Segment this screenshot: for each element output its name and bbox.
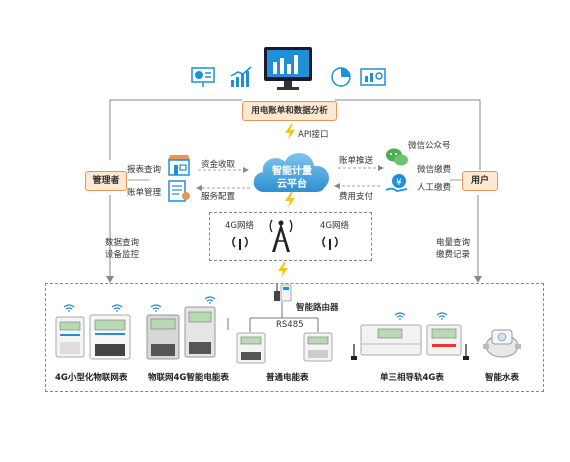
device-caption-1: 4G小型化物联网表 xyxy=(55,373,128,383)
router-icon xyxy=(272,281,294,303)
presentation-chart-icon xyxy=(191,66,215,88)
smart-meter-image xyxy=(146,314,180,360)
wifi-icon xyxy=(436,312,448,320)
smart-meter-image xyxy=(184,306,216,358)
wifi-icon xyxy=(150,304,162,312)
payment-record-label: 缴费记录 xyxy=(436,250,471,260)
lightning-icon xyxy=(277,262,289,278)
pie-chart-icon xyxy=(329,66,353,88)
manager-node: 管理者 xyxy=(85,171,127,191)
network-label-left: 4G网络 xyxy=(225,221,254,231)
bill-push-label: 账单推送 xyxy=(339,156,374,166)
store-icon xyxy=(166,154,192,176)
water-meter-image xyxy=(482,326,522,360)
ordinary-meter-image xyxy=(236,332,266,364)
rs485-label: RS485 xyxy=(276,320,304,330)
wifi-icon xyxy=(394,312,406,320)
small-meter-image xyxy=(55,316,85,358)
billing-analysis-box: 用电账单和数据分析 xyxy=(242,101,337,121)
cloud-platform: 智能计量 云平台 xyxy=(248,142,336,202)
bill-document-icon xyxy=(166,180,192,202)
service-config-label: 服务配置 xyxy=(201,192,236,202)
cell-tower-icon xyxy=(266,219,296,253)
device-monitor-label: 设备监控 xyxy=(105,250,140,260)
wifi-icon xyxy=(63,304,75,312)
cash-payment-icon: ¥ xyxy=(385,172,409,196)
router-label: 智能路由器 xyxy=(296,303,339,313)
monitor-icon xyxy=(263,46,313,92)
data-query-label: 数据查询 xyxy=(105,238,140,248)
device-caption-4: 单三相导轨4G表 xyxy=(380,373,444,383)
fee-pay-label: 费用支付 xyxy=(339,192,374,202)
antenna-icon xyxy=(462,344,470,360)
network-box xyxy=(209,212,372,261)
power-query-label: 电量查询 xyxy=(436,238,471,248)
api-label: API接口 xyxy=(298,130,329,140)
device-caption-3: 普通电能表 xyxy=(266,373,309,383)
ordinary-meter-image xyxy=(303,332,333,362)
antenna-icon xyxy=(350,344,358,360)
cloud-title-line1: 智能计量 xyxy=(272,166,312,177)
signal-icon xyxy=(322,233,338,251)
lightning-icon xyxy=(284,192,296,208)
device-caption-2: 物联网4G智能电能表 xyxy=(148,373,229,383)
signal-icon xyxy=(232,233,248,251)
wechat-public-label: 微信公众号 xyxy=(408,141,451,151)
wechat-icon xyxy=(385,146,409,168)
cloud-title-line2: 云平台 xyxy=(277,179,307,190)
rail-meter-image xyxy=(360,324,422,356)
report-query-label: 报表查询 xyxy=(127,165,162,175)
network-label-right: 4G网络 xyxy=(320,221,349,231)
user-node: 用户 xyxy=(462,171,498,191)
wechat-pay-label: 微信缴费 xyxy=(417,165,452,175)
growth-chart-icon xyxy=(229,66,255,88)
devices-box xyxy=(45,283,544,392)
wifi-icon xyxy=(111,304,123,312)
device-caption-5: 智能水表 xyxy=(485,373,520,383)
manual-pay-label: 人工缴费 xyxy=(417,183,452,193)
billing-manage-label: 账单管理 xyxy=(127,188,162,198)
wifi-icon xyxy=(204,296,216,304)
rail-meter-image xyxy=(426,324,462,356)
svg-text:¥: ¥ xyxy=(396,178,402,188)
fund-collection-label: 资金收取 xyxy=(201,160,236,170)
iot-meter-image xyxy=(89,314,131,360)
lightning-icon xyxy=(284,124,296,140)
analytics-board-icon xyxy=(360,66,386,88)
